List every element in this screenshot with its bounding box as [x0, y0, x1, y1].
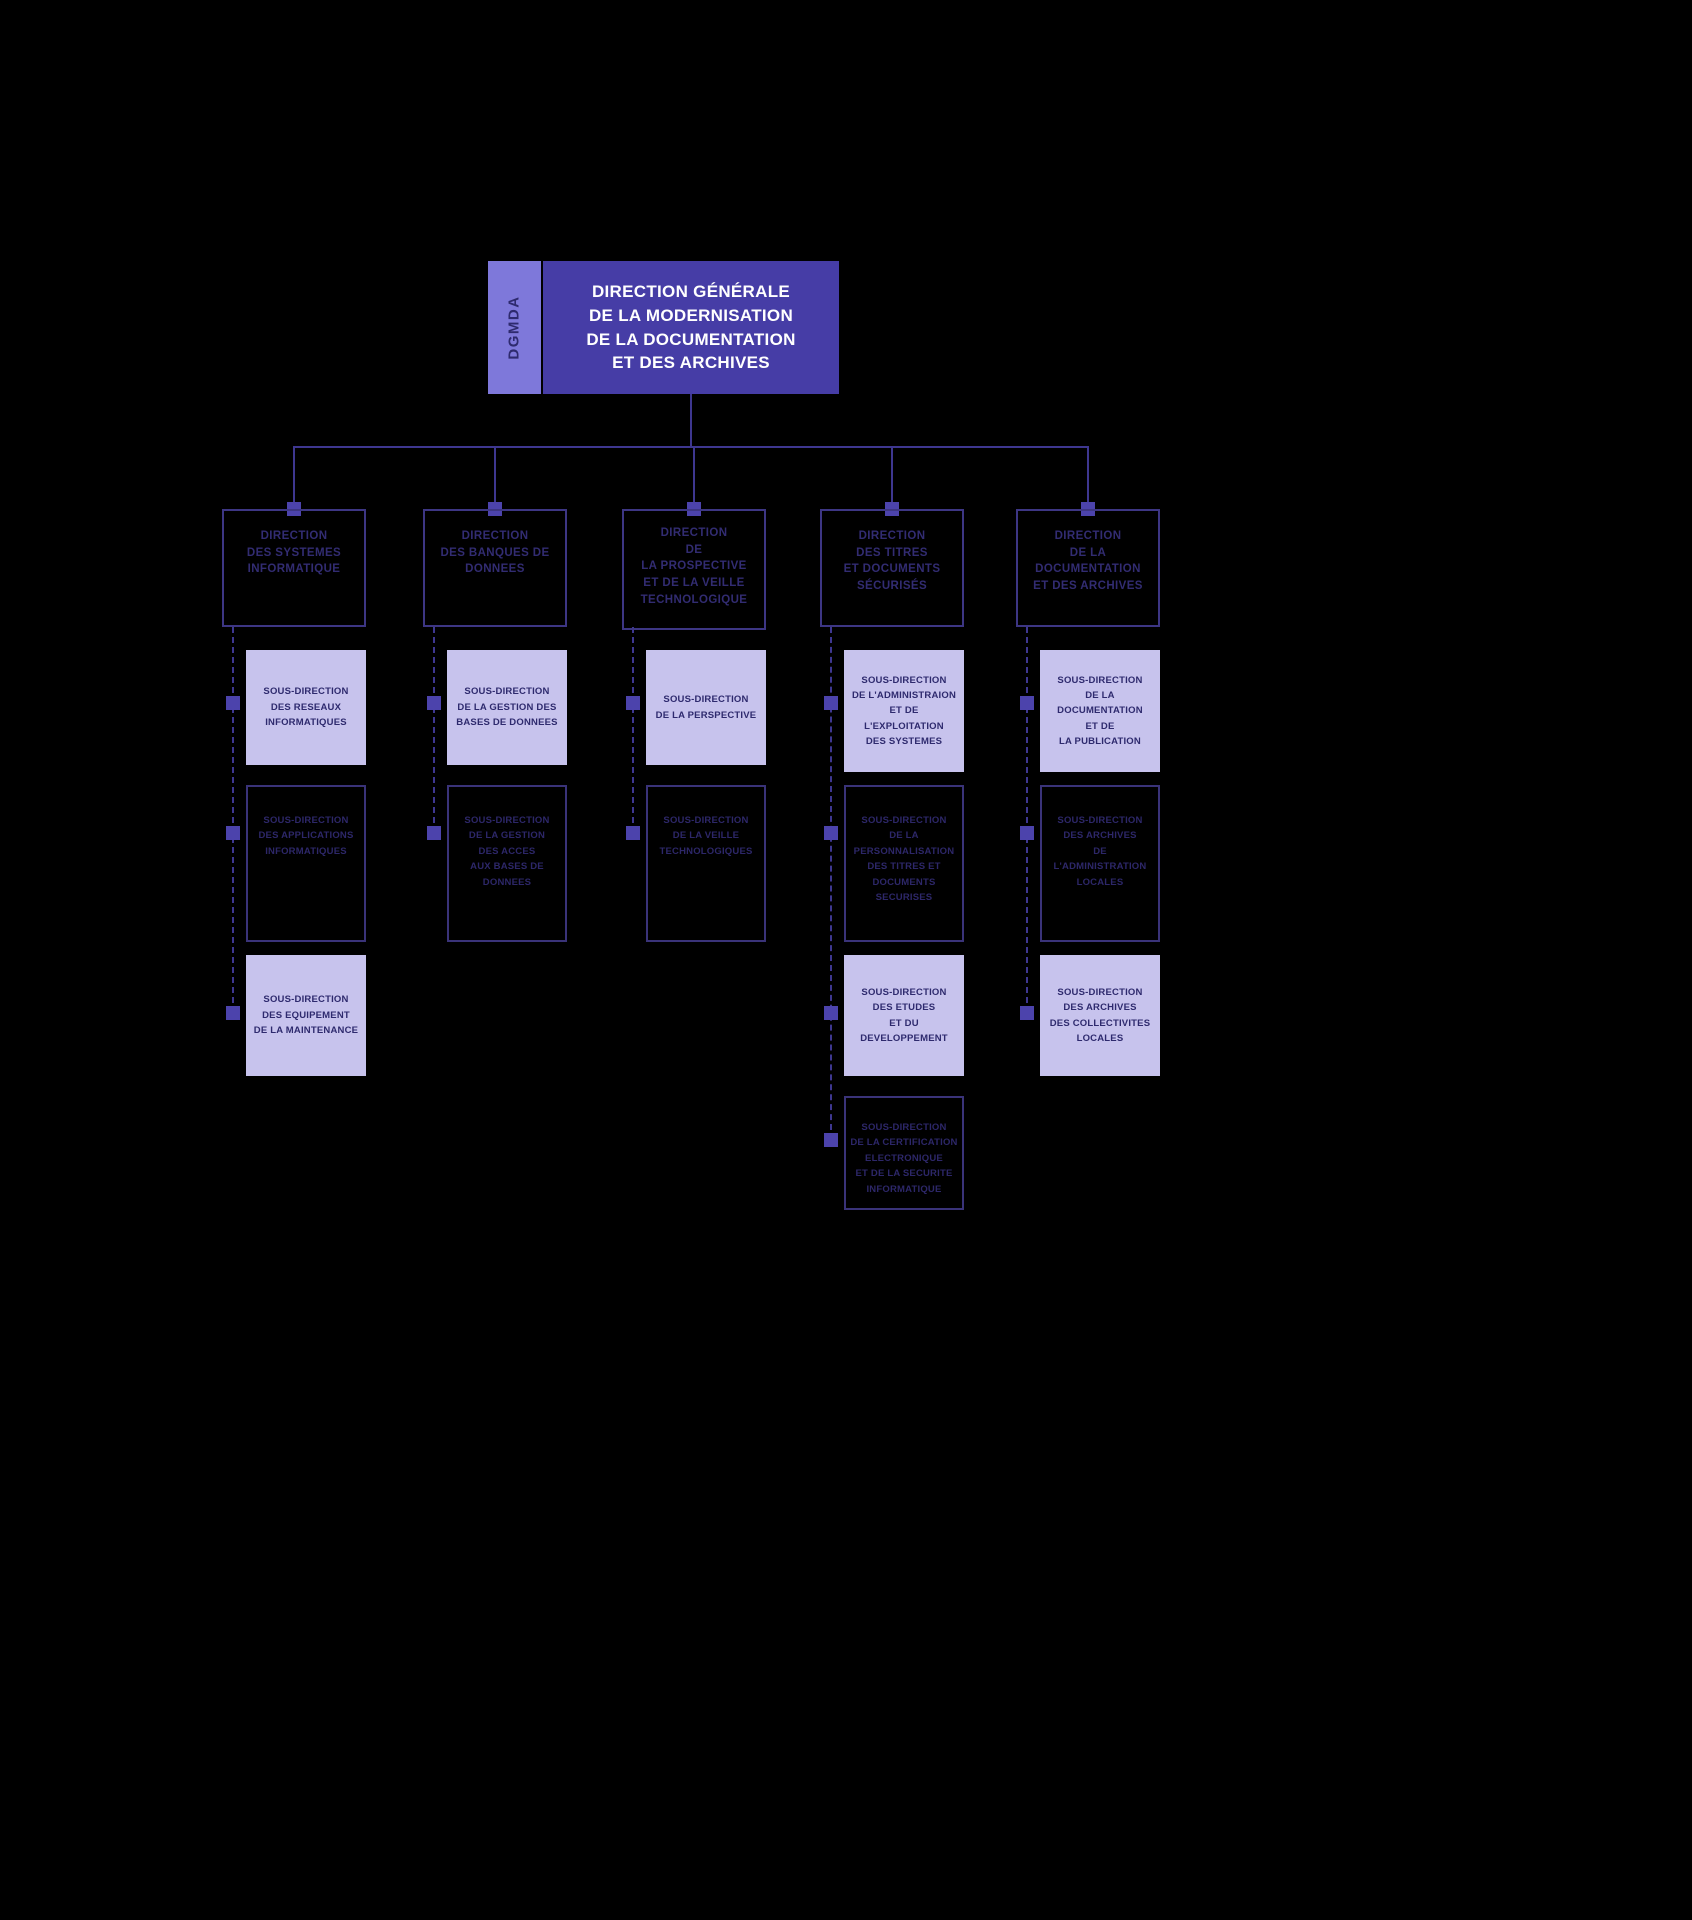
sous-direction-label: SOUS-DIRECTION DES ETUDES ET DU DEVELOPP…: [860, 986, 948, 1044]
direction-label: DIRECTION DES SYSTEMES INFORMATIQUE: [246, 530, 342, 576]
connector-square-icon: [626, 826, 640, 840]
direction-label: DIRECTION DE LA DOCUMENTATION ET DES ARC…: [1033, 530, 1143, 593]
org-tag-label: DGMDA: [506, 295, 524, 360]
sous-direction-label: SOUS-DIRECTION DE LA PERSPECTIVE: [655, 694, 757, 721]
sous-direction-node: SOUS-DIRECTION DES ARCHIVES DE L'ADMINIS…: [1040, 785, 1160, 942]
sous-direction-label: SOUS-DIRECTION DE LA GESTION DES ACCES A…: [464, 815, 550, 888]
sous-direction-node: SOUS-DIRECTION DE LA VEILLE TECHNOLOGIQU…: [646, 785, 766, 942]
sous-direction-node: SOUS-DIRECTION DES EQUIPEMENT DE LA MAIN…: [246, 955, 366, 1076]
direction-node-systemes-informatique: DIRECTION DES SYSTEMES INFORMATIQUE: [222, 509, 366, 627]
sous-direction-label: SOUS-DIRECTION DE LA CERTIFICATION ELECT…: [850, 1122, 958, 1195]
sous-direction-node: SOUS-DIRECTION DE LA DOCUMENTATION ET DE…: [1040, 650, 1160, 772]
connector-square-icon: [1020, 1006, 1034, 1020]
direction-label: DIRECTION DES TITRES ET DOCUMENTS SÉCURI…: [843, 530, 941, 593]
sous-direction-node: SOUS-DIRECTION DE LA GESTION DES BASES D…: [447, 650, 567, 765]
sous-direction-label: SOUS-DIRECTION DES APPLICATIONS INFORMAT…: [258, 815, 354, 857]
connector-stub-5: [1087, 447, 1089, 509]
direction-node-prospective-veille: DIRECTION DE LA PROSPECTIVE ET DE LA VEI…: [622, 509, 766, 630]
connector-square-icon: [1020, 696, 1034, 710]
sous-direction-node: SOUS-DIRECTION DES ETUDES ET DU DEVELOPP…: [844, 955, 964, 1076]
org-tag-box: DGMDA: [488, 261, 541, 394]
connector-root-vertical: [690, 394, 692, 447]
connector-stub-4: [891, 447, 893, 509]
sous-direction-node: SOUS-DIRECTION DE LA GESTION DES ACCES A…: [447, 785, 567, 942]
root-node: DIRECTION GÉNÉRALE DE LA MODERNISATION D…: [543, 261, 839, 394]
sous-direction-label: SOUS-DIRECTION DE LA VEILLE TECHNOLOGIQU…: [659, 815, 753, 857]
sous-direction-label: SOUS-DIRECTION DES EQUIPEMENT DE LA MAIN…: [253, 994, 359, 1037]
connector-dashed-2: [433, 627, 435, 833]
connector-square-icon: [824, 1133, 838, 1147]
sous-direction-label: SOUS-DIRECTION DE L'ADMINISTRAION ET DE …: [851, 674, 957, 748]
connector-stub-3: [693, 447, 695, 509]
connector-stub-2: [494, 447, 496, 509]
direction-label: DIRECTION DES BANQUES DE DONNEES: [440, 530, 550, 576]
sous-direction-node: SOUS-DIRECTION DE L'ADMINISTRAION ET DE …: [844, 650, 964, 772]
sous-direction-node: SOUS-DIRECTION DE LA PERSONNALISATION DE…: [844, 785, 964, 942]
sous-direction-label: SOUS-DIRECTION DE LA GESTION DES BASES D…: [456, 686, 558, 729]
connector-stub-1: [293, 447, 295, 509]
connector-square-icon: [824, 1006, 838, 1020]
direction-label: DIRECTION DE LA PROSPECTIVE ET DE LA VEI…: [640, 527, 748, 606]
connector-square-icon: [427, 696, 441, 710]
sous-direction-label: SOUS-DIRECTION DES ARCHIVES DE L'ADMINIS…: [1053, 815, 1147, 888]
sous-direction-label: SOUS-DIRECTION DES ARCHIVES DES COLLECTI…: [1049, 986, 1151, 1044]
connector-dashed-4: [830, 627, 832, 1140]
sous-direction-node: SOUS-DIRECTION DE LA CERTIFICATION ELECT…: [844, 1096, 964, 1210]
connector-square-icon: [226, 696, 240, 710]
direction-node-titres-documents-securises: DIRECTION DES TITRES ET DOCUMENTS SÉCURI…: [820, 509, 964, 627]
connector-dashed-5: [1026, 627, 1028, 1013]
connector-square-icon: [226, 1006, 240, 1020]
sous-direction-node: SOUS-DIRECTION DE LA PERSPECTIVE: [646, 650, 766, 765]
connector-square-icon: [824, 826, 838, 840]
sous-direction-node: SOUS-DIRECTION DES ARCHIVES DES COLLECTI…: [1040, 955, 1160, 1076]
direction-node-documentation-archives: DIRECTION DE LA DOCUMENTATION ET DES ARC…: [1016, 509, 1160, 627]
connector-horizontal: [293, 446, 1089, 448]
connector-square-icon: [824, 696, 838, 710]
root-node-title: DIRECTION GÉNÉRALE DE LA MODERNISATION D…: [586, 281, 796, 373]
connector-square-icon: [226, 826, 240, 840]
sous-direction-node: SOUS-DIRECTION DES RESEAUX INFORMATIQUES: [246, 650, 366, 765]
connector-dashed-3: [632, 627, 634, 833]
connector-square-icon: [626, 696, 640, 710]
sous-direction-label: SOUS-DIRECTION DES RESEAUX INFORMATIQUES: [263, 686, 349, 729]
connector-dashed-1: [232, 627, 234, 1013]
sous-direction-label: SOUS-DIRECTION DE LA DOCUMENTATION ET DE…: [1057, 674, 1143, 748]
direction-node-banques-de-donnees: DIRECTION DES BANQUES DE DONNEES: [423, 509, 567, 627]
sous-direction-node: SOUS-DIRECTION DES APPLICATIONS INFORMAT…: [246, 785, 366, 942]
connector-square-icon: [427, 826, 441, 840]
connector-square-icon: [1020, 826, 1034, 840]
sous-direction-label: SOUS-DIRECTION DE LA PERSONNALISATION DE…: [853, 815, 955, 903]
